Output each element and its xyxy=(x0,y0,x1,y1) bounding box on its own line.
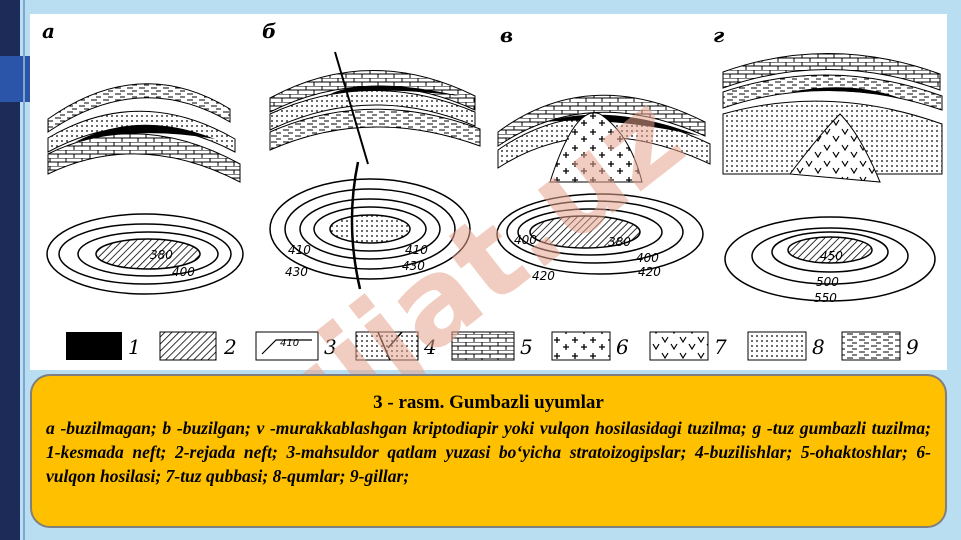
contour-label-v5: 420 xyxy=(638,265,661,279)
sidebar-accent xyxy=(0,56,30,102)
legend-num-8: 8 xyxy=(812,335,825,359)
legend-num-4: 4 xyxy=(423,335,437,359)
caption-title: 3 - rasm. Gumbazli uyumlar xyxy=(373,392,604,413)
contour-label-a1: 380 xyxy=(150,248,173,262)
map-g xyxy=(724,216,936,302)
section-g xyxy=(722,53,943,183)
contour-label-v3: 400 xyxy=(636,251,659,265)
contour-label-g3: 550 xyxy=(814,291,837,305)
legend-num-7: 7 xyxy=(714,335,727,359)
geology-figure: а б в г 380 400 xyxy=(30,14,947,370)
section-v xyxy=(497,94,711,183)
legend-num-1: 1 xyxy=(128,335,141,359)
contour-label-b4: 430 xyxy=(402,259,425,273)
legend-num-2: 2 xyxy=(223,335,237,359)
contour-label-b1: 410 xyxy=(288,243,311,257)
legend-swatch-1 xyxy=(66,332,122,360)
panel-letter-g: г xyxy=(713,23,725,47)
legend-swatch-2 xyxy=(159,331,217,361)
legend-num-6: 6 xyxy=(616,335,629,359)
panel-letter-v: в xyxy=(500,23,513,47)
figure-drawing: а б в г 380 400 xyxy=(42,19,943,361)
legend-swatch-5 xyxy=(451,331,515,361)
contour-label-v1: 380 xyxy=(608,235,631,249)
legend-label-3: 410 xyxy=(280,338,299,349)
contour-label-v4: 420 xyxy=(532,269,555,283)
legend: 1 2 410 3 4 5 6 7 8 9 xyxy=(66,331,919,361)
sidebar-line xyxy=(23,0,25,540)
caption-body: a -buzilmagan; b -buzilgan; v -murakkabl… xyxy=(46,418,931,486)
legend-swatch-9 xyxy=(841,331,901,361)
contour-label-b2: 410 xyxy=(405,243,428,257)
legend-num-9: 9 xyxy=(906,335,919,359)
sidebar-bar xyxy=(0,0,20,540)
contour-label-g1: 450 xyxy=(820,249,843,263)
panel-letter-b: б xyxy=(262,19,276,43)
legend-swatch-7 xyxy=(649,331,709,361)
legend-swatch-8 xyxy=(747,331,807,361)
caption-box: 3 - rasm. Gumbazli uyumlar a -buzilmagan… xyxy=(30,374,947,528)
contour-label-b3: 430 xyxy=(285,265,308,279)
legend-swatch-3 xyxy=(255,331,319,361)
legend-num-5: 5 xyxy=(520,335,533,359)
section-b xyxy=(269,51,481,165)
map-a xyxy=(46,213,244,295)
legend-num-3: 3 xyxy=(324,335,337,359)
section-a xyxy=(47,83,241,183)
contour-label-g2: 500 xyxy=(816,275,839,289)
map-b xyxy=(269,161,471,290)
contour-label-a2: 400 xyxy=(172,265,195,279)
contour-label-v2: 400 xyxy=(514,233,537,247)
panel-letter-a: а xyxy=(42,19,55,43)
map-v xyxy=(496,193,704,275)
legend-swatch-6 xyxy=(551,331,611,361)
legend-swatch-4 xyxy=(355,331,419,361)
